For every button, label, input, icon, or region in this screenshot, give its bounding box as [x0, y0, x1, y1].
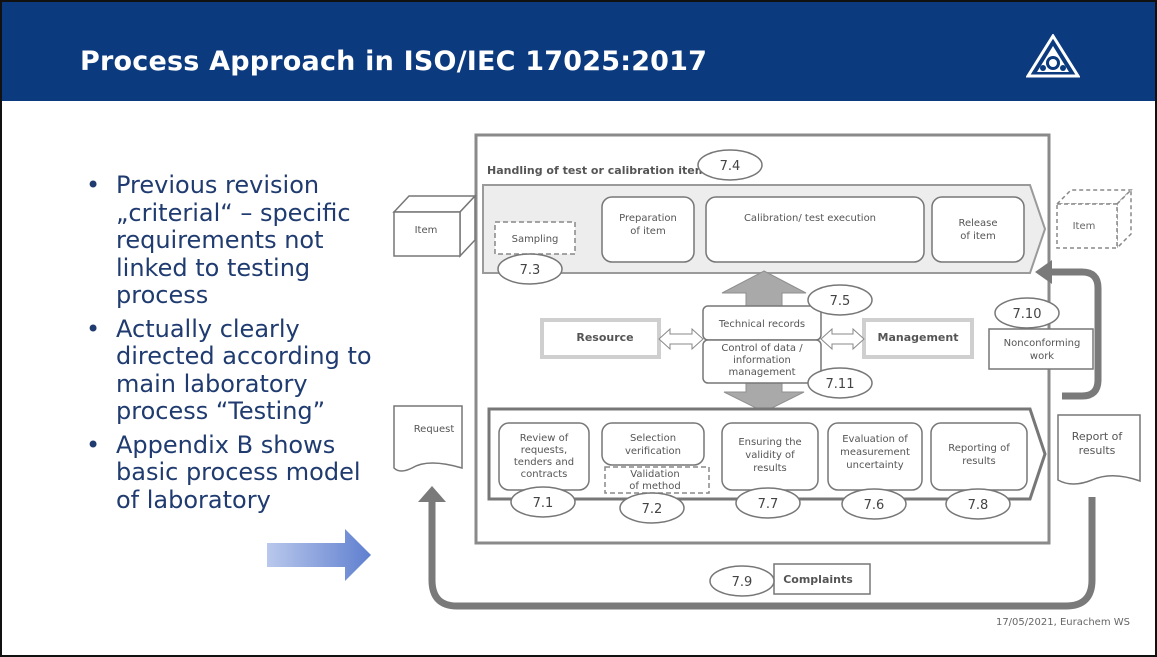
review-line: contracts [521, 469, 568, 480]
reporting-line: results [962, 456, 996, 467]
validity-line: Ensuring the [738, 437, 801, 448]
reporting-line: Reporting of [948, 443, 1010, 454]
review-line: requests, [521, 445, 567, 456]
complaints-loop-line [428, 497, 1096, 610]
up-arrow-shape [721, 270, 807, 309]
clause-bubble-7-8 [945, 488, 1011, 520]
review-line: tenders and [514, 457, 574, 468]
data-control-line: information [733, 355, 791, 366]
clause-7-3-label: 7.3 [520, 263, 541, 278]
validation-line: of method [629, 481, 680, 492]
selection-line: Selection [630, 433, 676, 444]
clause-7-9-label: 7.9 [732, 575, 753, 590]
clause-bubble-7-7 [735, 487, 801, 519]
item-input-box: Item [392, 194, 477, 258]
clause-7-1-label: 7.1 [533, 496, 554, 511]
uncertainty-line: uncertainty [846, 460, 904, 471]
item-output-box: Item [1055, 188, 1133, 250]
resource-box [540, 318, 661, 359]
clause-bubble-7-2 [619, 492, 685, 524]
down-arrow-shape [723, 382, 805, 413]
release-box [931, 196, 1025, 263]
data-control-box [702, 339, 822, 384]
data-control-line: Control of data / [721, 343, 803, 354]
item-input-label: Item [415, 225, 438, 236]
clause-7-2-label: 7.2 [642, 502, 663, 517]
preparation-box [601, 196, 695, 263]
validation-box [604, 466, 710, 494]
clause-7-11-label: 7.11 [826, 377, 855, 392]
clause-bubble-7-10 [994, 297, 1060, 329]
validity-line: validity of [745, 450, 795, 461]
report-line: results [1079, 444, 1116, 457]
eurachem-triangle-logo-icon [1026, 34, 1080, 78]
clause-bubble-7-11 [807, 367, 873, 399]
release-line: of item [960, 231, 995, 242]
clause-bubble-7-9 [709, 565, 775, 597]
handling-label: Handling of test or calibration items [487, 164, 713, 177]
request-document [393, 405, 463, 472]
resource-label: Resource [576, 331, 633, 344]
clause-bubble-7-1 [510, 486, 576, 518]
management-label: Management [878, 331, 959, 344]
nonconforming-loop-line [1052, 268, 1102, 400]
report-line: Report of [1072, 430, 1124, 443]
complaints-label: Complaints [783, 573, 853, 586]
bullet-item: • Previous revision„criterial“ – specifi… [86, 171, 386, 310]
clause-7-4-label: 7.4 [720, 159, 741, 174]
loop-arrow-head [418, 486, 446, 502]
nonconforming-line: Nonconforming [1004, 338, 1081, 349]
uncertainty-line: Evaluation of [842, 434, 908, 445]
preparation-line: Preparation [619, 213, 677, 224]
sampling-label: Sampling [512, 234, 559, 245]
slide-title: Process Approach in ISO/IEC 17025:2017 [80, 46, 708, 77]
selection-box [601, 422, 705, 466]
complaints-box [773, 563, 871, 595]
technical-records-label: Technical records [718, 319, 805, 330]
review-line: Review of [520, 433, 569, 444]
data-control-line: management [729, 367, 796, 378]
clause-bubble-7-4 [697, 149, 763, 181]
double-arrow-shape [658, 327, 704, 351]
clause-7-7-label: 7.7 [758, 497, 779, 512]
release-line: Release [958, 218, 997, 229]
calibration-label: Calibration/ test execution [744, 213, 876, 224]
preparation-line: of item [630, 226, 665, 237]
clause-7-5-label: 7.5 [830, 294, 851, 309]
clause-7-6-label: 7.6 [864, 498, 885, 513]
clause-bubble-7-6 [841, 488, 907, 520]
bullet-list: • Previous revision„criterial“ – specifi… [86, 171, 386, 520]
nonconforming-box [988, 328, 1094, 370]
bullet-dot-icon: • [86, 314, 101, 343]
validation-line: Validation [630, 469, 679, 480]
calibration-box [705, 196, 925, 263]
uncertainty-line: measurement [840, 447, 910, 458]
process-model-diagram: Handling of test or calibration items 7.… [392, 133, 1141, 610]
clause-bubble-7-5 [807, 284, 873, 316]
selection-line: verification [625, 446, 681, 457]
loop-arrow-head [1035, 260, 1052, 284]
bullet-dot-icon: • [86, 171, 101, 199]
right-arrow-icon [267, 529, 371, 581]
slide-header: Process Approach in ISO/IEC 17025:2017 [2, 2, 1155, 101]
item-output-label: Item [1073, 221, 1096, 232]
request-label: Request [414, 424, 455, 435]
bullet-dot-icon: • [86, 430, 101, 459]
nonconforming-line: work [1030, 351, 1054, 362]
report-document [1057, 414, 1141, 485]
footer-date: 17/05/2021, Eurachem WS [995, 617, 1130, 628]
clause-7-10-label: 7.10 [1013, 307, 1042, 322]
validity-line: results [753, 463, 787, 474]
clause-7-8-label: 7.8 [968, 498, 989, 513]
double-arrow-shape [820, 327, 865, 351]
clause-bubble-7-3 [497, 253, 563, 285]
